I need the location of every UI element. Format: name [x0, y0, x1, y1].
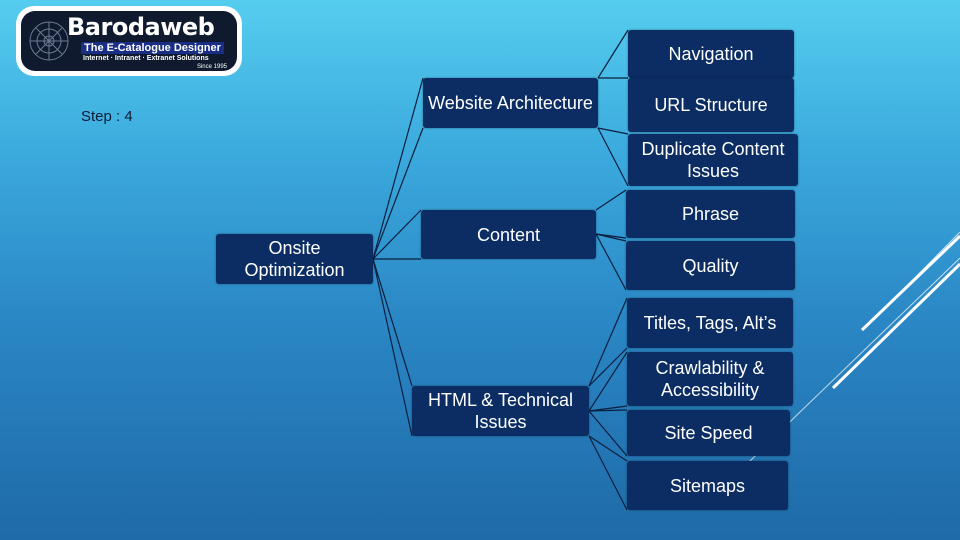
globe-icon: [29, 21, 69, 61]
logo-name: Barodaweb: [67, 13, 215, 41]
node-crawlability: Crawlability & Accessibility: [627, 352, 793, 406]
barodaweb-logo: Barodaweb The E-Catalogue Designer Inter…: [16, 6, 242, 76]
node-duplicate-content: Duplicate Content Issues: [628, 134, 798, 186]
node-titles-tags-alts: Titles, Tags, Alt’s: [627, 298, 793, 348]
logo-tagline: The E-Catalogue Designer: [81, 42, 224, 54]
node-quality: Quality: [626, 241, 795, 290]
node-website-architecture: Website Architecture: [423, 78, 598, 128]
logo-since: Since 1995: [196, 64, 227, 70]
logo-subtitle: Internet · Intranet · Extranet Solutions: [83, 55, 209, 62]
step-label: Step : 4: [81, 108, 133, 125]
node-content: Content: [421, 210, 596, 259]
node-site-speed: Site Speed: [627, 410, 790, 456]
node-phrase: Phrase: [626, 190, 795, 238]
node-onsite-optimization: Onsite Optimization: [216, 234, 373, 284]
node-html-technical-issues: HTML & Technical Issues: [412, 386, 589, 436]
node-sitemaps: Sitemaps: [627, 461, 788, 510]
logo-badge: Barodaweb The E-Catalogue Designer Inter…: [21, 11, 237, 71]
node-navigation: Navigation: [628, 30, 794, 78]
node-url-structure: URL Structure: [628, 78, 794, 132]
